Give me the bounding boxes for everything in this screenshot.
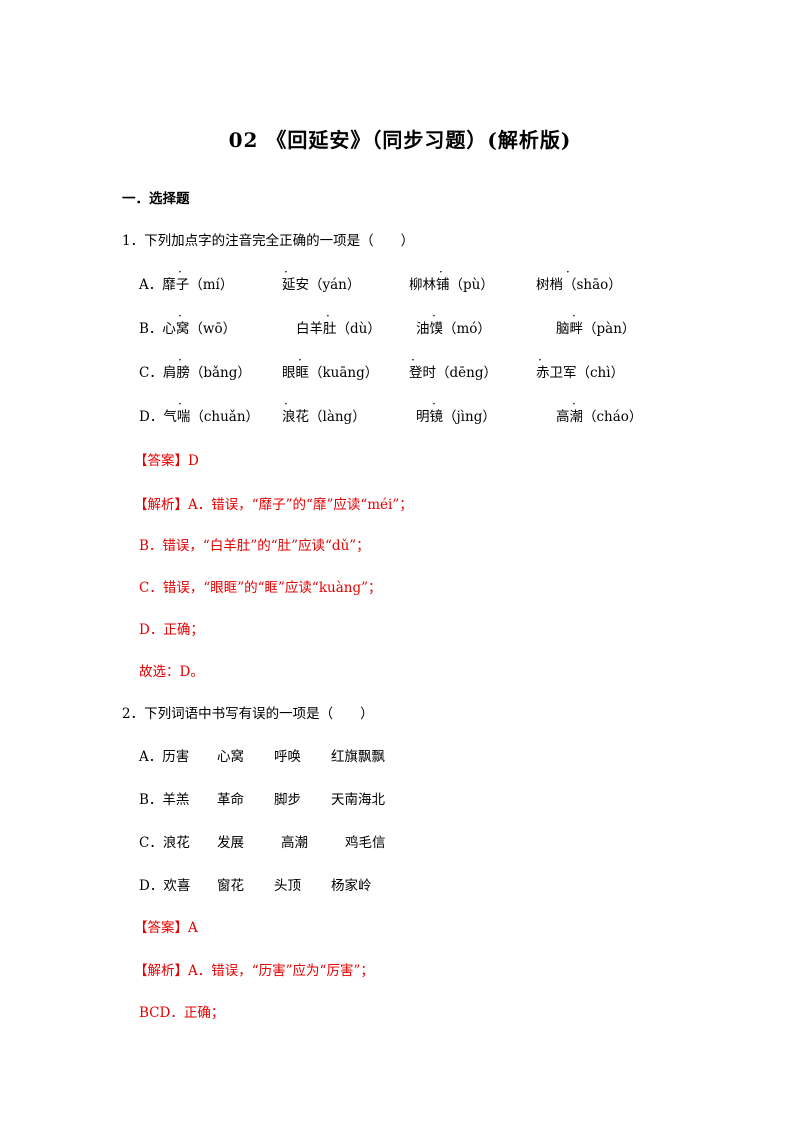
emphasis-dot: · <box>439 265 443 279</box>
option-text: 眼眶（kuāng） <box>282 365 379 381</box>
question-1-analysis: C．错误，“眼眶”的“眶”应读“kuàng”； <box>139 580 382 596</box>
emphasis-dot: · <box>432 309 436 323</box>
option-text: 头顶 <box>274 878 301 894</box>
question-1-stem: 1．下列加点字的注音完全正确的一项是（ ） <box>122 233 415 249</box>
option-text: 延安（yán） <box>282 277 361 293</box>
emphasis-dot: · <box>566 265 570 279</box>
document-title: 02 《回延安》（同步习题）(解析版) <box>228 128 572 152</box>
option-text: D．气喘（chuǎn） <box>139 409 260 425</box>
option-text: 高潮（cháo） <box>556 409 643 425</box>
emphasis-dot: · <box>284 397 288 411</box>
emphasis-dot: · <box>178 397 182 411</box>
emphasis-dot: · <box>326 309 330 323</box>
option-text: 革命 <box>217 792 244 808</box>
emphasis-dot: · <box>178 353 182 367</box>
option-text: D．欢喜 <box>139 878 191 894</box>
option-text: 脚步 <box>274 792 301 808</box>
section-heading: 一．选择题 <box>122 191 190 207</box>
question-1-analysis: 【解析】A．错误，“靡子”的“靡”应读“méi”； <box>134 497 413 513</box>
option-text: 高潮 <box>281 835 308 851</box>
option-text: 杨家岭 <box>331 878 372 894</box>
option-text: 天南海北 <box>331 792 385 808</box>
emphasis-dot: · <box>178 309 182 323</box>
option-text: 窗花 <box>217 878 244 894</box>
emphasis-dot: · <box>538 353 542 367</box>
option-text: 红旗飘飘 <box>331 749 385 765</box>
option-text: 心窝 <box>217 749 244 765</box>
emphasis-dot: · <box>178 265 182 279</box>
option-text: 白羊肚（dù） <box>296 321 381 337</box>
question-2-analysis: BCD．正确； <box>139 1005 225 1021</box>
option-text: A．历害 <box>139 749 190 765</box>
option-text: C．肩膀（bǎng） <box>139 365 251 381</box>
option-text: 发展 <box>217 835 244 851</box>
question-2-answer: 【答案】A <box>134 920 198 936</box>
option-text: C．浪花 <box>139 835 190 851</box>
option-text: 油馍（mó） <box>416 321 491 337</box>
option-text: 树梢（shāo） <box>536 277 622 293</box>
option-text: B．心窝（wō） <box>139 321 237 337</box>
option-text: 赤卫军（chì） <box>536 365 625 381</box>
question-2-stem: 2．下列词语中书写有误的一项是（ ） <box>122 706 374 722</box>
emphasis-dot: · <box>284 265 288 279</box>
emphasis-dot: · <box>572 309 576 323</box>
emphasis-dot: · <box>298 353 302 367</box>
option-text: 浪花（làng） <box>282 409 366 425</box>
emphasis-dot: · <box>411 353 415 367</box>
emphasis-dot: · <box>432 397 436 411</box>
question-1-analysis: D．正确； <box>139 622 204 638</box>
question-1-answer: 【答案】D <box>134 453 199 469</box>
option-text: B．羊羔 <box>139 792 190 808</box>
option-text: 脑畔（pàn） <box>556 321 636 337</box>
emphasis-dot: · <box>572 397 576 411</box>
option-text: 呼唤 <box>274 749 301 765</box>
question-1-conclusion: 故选：D。 <box>139 664 204 680</box>
question-2-analysis: 【解析】A．错误，“历害”应为“厉害”； <box>134 963 374 979</box>
option-text: 登时（dēng） <box>409 365 497 381</box>
option-text: 柳林铺（pù） <box>409 277 494 293</box>
option-text: 明镜（jìng） <box>416 409 496 425</box>
option-text: 鸡毛信 <box>345 835 386 851</box>
option-text: A．靡子（mí） <box>139 277 234 293</box>
question-1-analysis: B．错误，“白羊肚”的“肚”应读“dǔ”； <box>139 538 370 554</box>
